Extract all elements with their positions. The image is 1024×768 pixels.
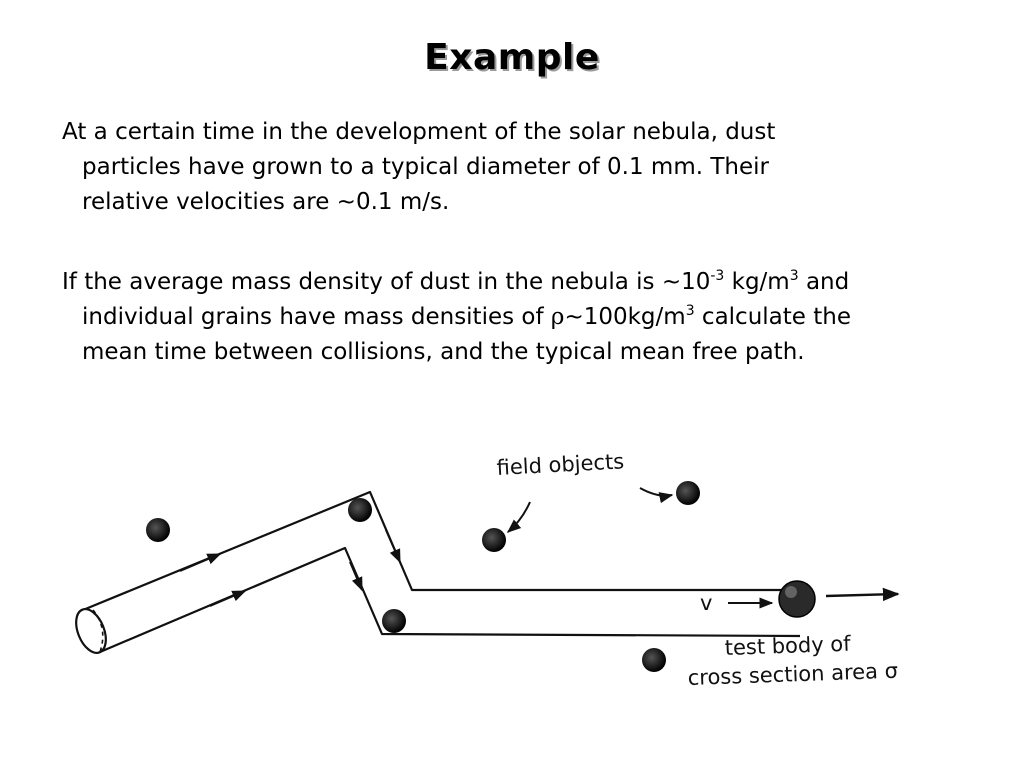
tube-arrow-descent-upper bbox=[385, 529, 401, 564]
paragraph-intro-line-1: At a certain time in the development of … bbox=[62, 119, 776, 145]
test-body-motion-arrow bbox=[825, 587, 900, 602]
test-body-label-line-2: cross section area σ bbox=[687, 659, 898, 690]
dust-density-tail: and bbox=[798, 269, 850, 295]
dust-density-unit-exponent: 3 bbox=[789, 268, 799, 284]
grain-density-exponent: 3 bbox=[685, 303, 695, 319]
tube-opening-dashed bbox=[92, 609, 104, 653]
slide-title: Example bbox=[424, 37, 600, 78]
tube-arrow-lower bbox=[209, 590, 247, 607]
field-objects-pointer-right bbox=[639, 487, 674, 504]
field-object bbox=[642, 648, 666, 672]
velocity-label: v bbox=[700, 591, 712, 615]
test-body-highlight bbox=[785, 586, 797, 598]
grain-density-text: individual grains have mass densities of bbox=[82, 304, 551, 330]
paragraph-question-line-1: If the average mass density of dust in t… bbox=[62, 265, 982, 300]
dust-density-text: If the average mass density of dust in t… bbox=[62, 269, 711, 295]
test-body bbox=[778, 580, 816, 618]
paragraph-question-line-3: mean time between collisions, and the ty… bbox=[82, 339, 805, 365]
tube-arrow-upper bbox=[179, 553, 222, 572]
paragraph-question: If the average mass density of dust in t… bbox=[62, 265, 982, 370]
tube-opening bbox=[75, 608, 107, 654]
rho-symbol: ρ bbox=[550, 304, 565, 330]
paragraph-question-line-2: individual grains have mass densities of… bbox=[62, 300, 982, 335]
tube-arrow-descent-lower bbox=[349, 561, 363, 592]
tube-upper-edge bbox=[82, 490, 800, 612]
field-object bbox=[676, 481, 700, 505]
tube-lower-edge bbox=[99, 546, 801, 654]
dust-density-unit: kg/m bbox=[724, 269, 790, 295]
paragraph-intro-line-2: particles have grown to a typical diamet… bbox=[82, 154, 769, 180]
field-object bbox=[146, 518, 170, 542]
field-object bbox=[348, 498, 372, 522]
field-object bbox=[382, 609, 406, 633]
paragraph-intro-line-3: relative velocities are ~0.1 m/s. bbox=[82, 189, 450, 215]
grain-density-value: ~100kg/m bbox=[564, 304, 686, 330]
field-objects-pointer-left bbox=[506, 501, 531, 533]
paragraph-intro: At a certain time in the development of … bbox=[62, 115, 982, 220]
field-object bbox=[482, 528, 506, 552]
mean-free-path-diagram: field objects v test body of cross secti… bbox=[75, 449, 900, 690]
field-objects-label: field objects bbox=[496, 449, 625, 480]
dust-density-exponent: -3 bbox=[710, 268, 725, 284]
test-body-label-line-1: test body of bbox=[724, 632, 851, 660]
grain-density-tail: calculate the bbox=[694, 304, 851, 330]
